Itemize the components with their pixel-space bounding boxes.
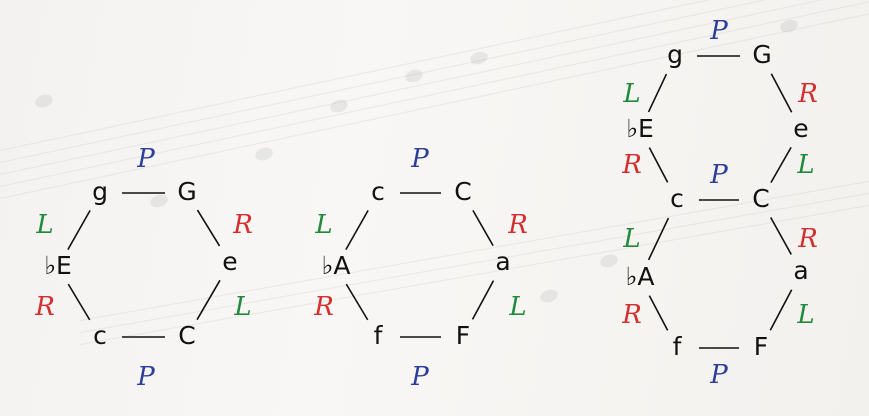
edge-line [345, 283, 369, 321]
chord-node: C [454, 177, 471, 206]
edge-label-p: P [136, 144, 155, 174]
edge-line [648, 295, 669, 331]
chord-node: c [670, 184, 684, 213]
chord-node: a [495, 247, 510, 276]
chord-node: f [374, 321, 384, 350]
edge-label-p: P [410, 144, 429, 174]
edge-label-r: R [797, 79, 818, 109]
edge-line [67, 283, 91, 321]
edge-label-p: P [709, 160, 728, 190]
chord-node: f [673, 332, 683, 361]
edge-line [770, 217, 792, 255]
edge-label-l: L [508, 292, 526, 322]
edge-label-r: R [313, 292, 334, 322]
edge-label-r: R [507, 210, 528, 240]
edge-line [770, 73, 793, 113]
edge-line [471, 280, 495, 320]
edge-label-l: L [796, 300, 814, 330]
edge-label-r: R [621, 300, 642, 330]
edge-label-l: L [314, 210, 332, 240]
edge-label-l: L [622, 79, 640, 109]
edge-line [648, 147, 669, 183]
chord-node: C [752, 184, 769, 213]
edge-line [345, 209, 369, 251]
edge-line [647, 73, 668, 113]
edge-label-l: L [233, 292, 251, 322]
edge-line [647, 217, 670, 261]
edge-label-r: R [34, 292, 55, 322]
edge-line [769, 289, 793, 331]
chord-node: ♭A [626, 262, 655, 291]
edge-label-r: R [232, 210, 253, 240]
chord-node: ♭E [44, 251, 72, 280]
edge-label-r: R [621, 150, 642, 180]
chord-node: C [178, 321, 195, 350]
edge-line [196, 279, 221, 321]
edge-label-l: L [622, 224, 640, 254]
edge-line [770, 146, 792, 184]
edge-line [67, 209, 91, 251]
chord-node: ♭E [626, 114, 654, 143]
edge-label-r: R [797, 224, 818, 254]
chord-node: ♭A [322, 251, 351, 280]
chord-node: F [456, 321, 470, 350]
edge-line [472, 209, 494, 247]
edge-label-p: P [410, 362, 429, 392]
edge-line [196, 209, 221, 247]
edge-label-l: L [796, 150, 814, 180]
chord-node: e [793, 114, 808, 143]
chord-node: G [752, 40, 771, 69]
chord-node: a [793, 256, 808, 285]
edge-label-p: P [709, 360, 728, 390]
chord-node: e [222, 247, 237, 276]
edge-label-p: P [136, 362, 155, 392]
chord-node: g [667, 40, 683, 69]
chord-node: g [92, 177, 108, 206]
chord-node: c [371, 177, 385, 206]
edge-label-l: L [35, 210, 53, 240]
chord-node: G [177, 177, 196, 206]
chord-node: F [754, 332, 768, 361]
edge-label-p: P [709, 16, 728, 46]
chord-node: c [93, 321, 107, 350]
